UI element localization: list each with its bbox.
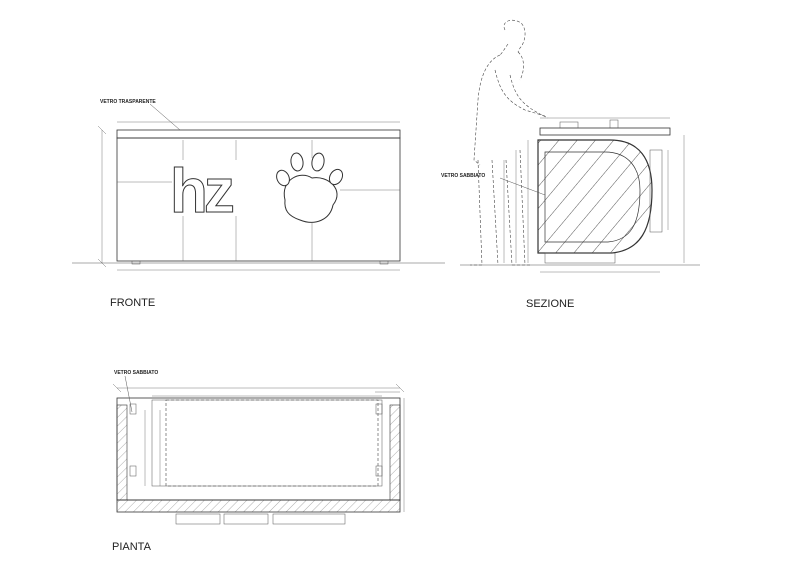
front-view-title: FRONTE	[110, 297, 155, 309]
section-glass-callout: VETRO SABBIATO	[441, 173, 485, 179]
plan-view-title: PIANTA	[112, 541, 152, 553]
plan-glass-callout: VETRO SABBIATO	[114, 370, 158, 376]
paw-print-icon	[276, 152, 344, 223]
section-dimensions	[503, 117, 685, 273]
plan-desk-outline	[116, 397, 401, 501]
front-view: hz VETRO TRASPARENTE F	[72, 99, 445, 309]
section-view-title: SEZIONE	[526, 298, 574, 310]
front-glass-callout: VETRO TRASPARENTE	[100, 99, 156, 105]
plan-dimensions	[112, 383, 405, 512]
plan-view: VETRO SABBIATO PIANTA	[112, 370, 405, 553]
front-dimensions	[97, 121, 400, 271]
section-view: VETRO SABBIATO SEZIONE	[441, 19, 700, 310]
logo-text: hz	[170, 157, 233, 226]
section-desk-body	[537, 139, 653, 254]
plan-glass-outline	[165, 399, 379, 487]
front-glass-top	[116, 129, 401, 139]
front-desk-body	[116, 137, 401, 262]
human-figure	[470, 19, 549, 266]
plan-front-panel	[116, 499, 401, 513]
